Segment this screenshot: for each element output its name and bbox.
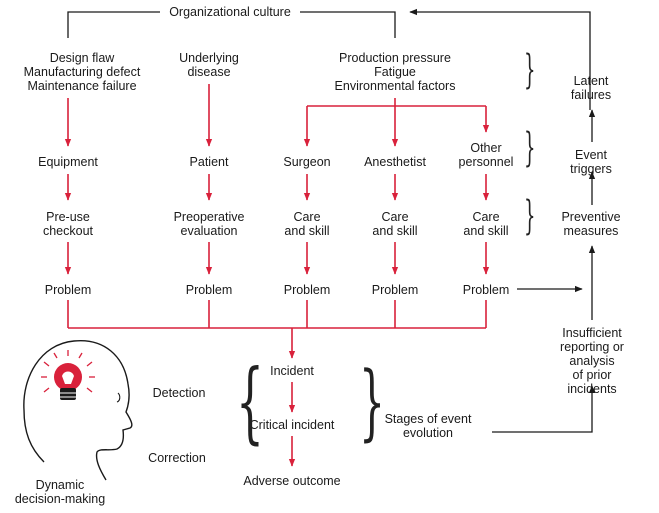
actor-other-personnel: Other personnel [458, 141, 514, 169]
stages-brace: } [359, 355, 386, 450]
latent-brace: } [523, 47, 536, 93]
actor-anesthetist: Anesthetist [364, 155, 426, 169]
preventive-brace: } [523, 193, 536, 239]
check-patient: Preoperative evaluation [173, 210, 245, 238]
lightbulb-icon [41, 350, 95, 400]
check-anesthetist: Care and skill [372, 210, 418, 238]
latent-failures-label: Latent failures [570, 74, 612, 102]
check-other: Care and skill [463, 210, 509, 238]
problem-patient: Problem [185, 283, 233, 297]
stages-label: Stages of event evolution [384, 412, 472, 440]
check-equipment: Pre-use checkout [42, 210, 94, 238]
arrow-stages-to-insufficient [492, 385, 596, 433]
actor-equipment: Equipment [38, 155, 98, 169]
actor-surgeon: Surgeon [283, 155, 331, 169]
stage-adverse-outcome: Adverse outcome [243, 474, 341, 488]
stage-critical-incident: Critical incident [249, 418, 335, 432]
correction-label: Correction [148, 451, 206, 465]
problem-other: Problem [462, 283, 510, 297]
actor-patient: Patient [189, 155, 229, 169]
insufficient-reporting-label: Insufficient reporting or analysis of pr… [560, 326, 624, 396]
detection-label: Detection [152, 386, 206, 400]
event-triggers-label: Event triggers [570, 148, 612, 176]
head-silhouette-icon [23, 340, 133, 481]
patient-source-label: Underlying disease [179, 51, 239, 79]
equipment-source-label: Design flaw Manufacturing defect Mainten… [23, 51, 141, 93]
org-culture-label: Organizational culture [169, 5, 291, 19]
dynamic-decision-label: Dynamic decision-making [14, 478, 106, 506]
personnel-source-label: Production pressure Fatigue Environmenta… [334, 51, 456, 93]
problem-anesthetist: Problem [371, 283, 419, 297]
preventive-measures-label: Preventive measures [561, 210, 621, 238]
problem-surgeon: Problem [283, 283, 331, 297]
triggers-brace: } [523, 125, 536, 171]
problem-equipment: Problem [44, 283, 92, 297]
stage-incident: Incident [270, 364, 314, 378]
detection-correction-brace: { [236, 350, 264, 453]
check-surgeon: Care and skill [284, 210, 330, 238]
org-culture-loop [67, 8, 591, 110]
